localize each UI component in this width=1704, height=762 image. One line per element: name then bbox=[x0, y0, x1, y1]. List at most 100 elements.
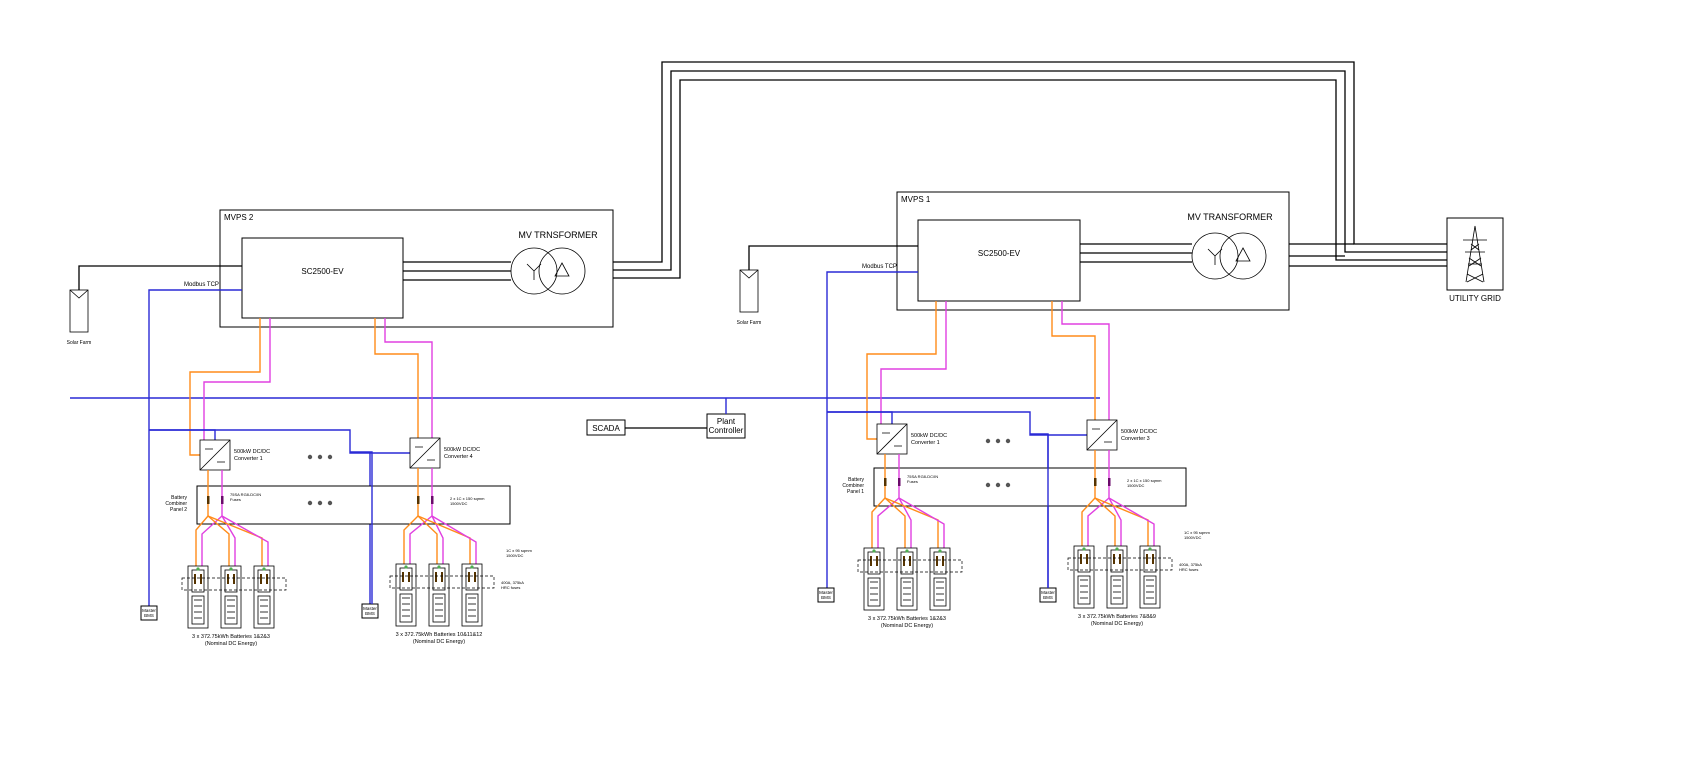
mvps1-batteries-left-pos bbox=[871, 497, 886, 548]
mvps2-conv2-comm bbox=[149, 429, 410, 454]
dc-dc-icon bbox=[205, 448, 225, 463]
mvps1-batteries-right-battery-3 bbox=[1139, 545, 1161, 609]
mvps1-dc-neg-1 bbox=[880, 301, 947, 424]
mvps2-batteries-right-cable-note-b: 1500VDC bbox=[506, 553, 523, 558]
wye-icon bbox=[1207, 248, 1223, 265]
mvps2-batteries-left-battery-1 bbox=[187, 565, 209, 629]
fuse-icon bbox=[1146, 554, 1148, 564]
mvps2-converter-1-label: 500kW DC/DC bbox=[234, 449, 270, 455]
mvps2-combiner-label: Combiner bbox=[165, 501, 187, 507]
mvps1-modbus-label: Modbus TCP bbox=[862, 264, 897, 270]
mvps2-converter-1 bbox=[199, 439, 231, 471]
mvps2-combiner-label: Battery bbox=[171, 495, 187, 501]
mvps2-master-bms-right bbox=[361, 603, 379, 619]
mvps1-batteries-left-battery-1 bbox=[863, 547, 885, 611]
mvps1-batteries-right-label: (Nominal DC Energy) bbox=[1091, 621, 1143, 627]
mvps1-dc-pos-2 bbox=[1051, 301, 1096, 420]
mvps1-dc-pos-1 bbox=[866, 301, 937, 440]
mvps2-converter-2-label: 500kW DC/DC bbox=[444, 447, 480, 453]
mvps2-batteries-right-battery-1 bbox=[395, 563, 417, 627]
mvps2-batteries-left-pos bbox=[195, 515, 209, 566]
mvps1-cable-note-a: 1500VDC bbox=[1127, 483, 1144, 488]
mvps2-batteries-right-pos bbox=[417, 515, 438, 564]
mvps2-solar-label: Solar Farm bbox=[67, 340, 92, 346]
mvps1-converter-1-label: Converter 1 bbox=[911, 440, 940, 446]
mvps2-solar-link bbox=[78, 265, 242, 290]
mvps2-more-combiners bbox=[307, 500, 333, 506]
mvps1-conv2-comm bbox=[827, 411, 1087, 436]
delta-icon bbox=[554, 262, 570, 277]
mvps1-converter-1-label: 500kW DC/DC bbox=[911, 433, 947, 439]
mvps1-more-converters bbox=[985, 438, 1011, 444]
fuse-icon bbox=[260, 574, 262, 584]
fuse-icon bbox=[942, 556, 944, 566]
fuse-icon bbox=[435, 572, 437, 582]
mvps2-batteries-left-label: 3 x 372.75kWh Batteries 1&2&3 bbox=[192, 634, 270, 640]
mvps2-master-bms-left-label: Master bbox=[142, 608, 156, 613]
mvps2-fuse-note: Fuses bbox=[230, 497, 241, 502]
mvps1-solar-label: Solar Farm bbox=[737, 320, 762, 326]
fuse-icon bbox=[200, 574, 202, 584]
mvps2-cable-note-a: 2 x 1C x 150 sqmm bbox=[450, 496, 485, 501]
mvps2-master-bms-right-label: BMS bbox=[365, 611, 375, 616]
mvps2-dc-neg-1 bbox=[203, 318, 271, 440]
fuse-icon bbox=[474, 572, 476, 582]
mvps1-master-bms-left-label: Master bbox=[819, 590, 833, 595]
status-led-icon bbox=[1148, 547, 1152, 551]
mvps1-label: MVPS 1 bbox=[901, 195, 931, 204]
mvps2-batteries-right-label: 3 x 372.75kWh Batteries 10&11&12 bbox=[396, 632, 483, 638]
status-led-icon bbox=[872, 549, 876, 553]
status-led-icon bbox=[470, 565, 474, 569]
mvps2-bms-right-feed bbox=[350, 451, 373, 604]
mvps1-master-bms-right-label: Master bbox=[1041, 590, 1055, 595]
mvps2-dc-pos-1 bbox=[189, 318, 261, 456]
wye-icon bbox=[526, 263, 542, 280]
fuse-icon bbox=[468, 572, 470, 582]
plant-controller-label: Controller bbox=[709, 426, 744, 435]
utility-grid-box bbox=[1446, 217, 1504, 291]
feeder-line-c bbox=[605, 79, 1448, 279]
mvps2-batteries-left-battery-2 bbox=[220, 565, 242, 629]
fuse-icon bbox=[431, 496, 434, 504]
mvps2-inverter-label: SC2500-EV bbox=[301, 267, 344, 276]
mvps1-conv1-comm bbox=[827, 411, 893, 424]
mvps1-solar-link bbox=[748, 245, 918, 270]
mvps2-converter-2 bbox=[409, 437, 441, 469]
mvps1-batteries-right-battery-2 bbox=[1106, 545, 1128, 609]
mvps1-batteries-right-cable-note-b: 1C x 95 sqmm bbox=[1184, 530, 1210, 535]
mvps1-batteries-right-neg bbox=[1108, 497, 1155, 546]
mvps2-fuse-note: 75SA RG8-DC/IN bbox=[230, 492, 261, 497]
mvps2-conv1-comm bbox=[149, 429, 216, 440]
mvps1-batteries-right-battery-1 bbox=[1073, 545, 1095, 609]
feeder-line-a bbox=[605, 61, 1448, 263]
fuse-icon bbox=[221, 496, 224, 504]
mvps2-batteries-right-battery-2 bbox=[428, 563, 450, 627]
mvps2-solar-farm bbox=[69, 289, 89, 333]
fuse-icon bbox=[408, 572, 410, 582]
fuse-icon bbox=[1119, 554, 1121, 564]
delta-icon bbox=[1235, 247, 1251, 262]
mvps1-batteries-left-battery-3 bbox=[929, 547, 951, 611]
mvps2-master-bms-left bbox=[140, 605, 158, 621]
plant-controller-box bbox=[706, 413, 746, 439]
mvps1-converter-2-label: 500kW DC/DC bbox=[1121, 429, 1157, 435]
mvps1-batteries-left-neg bbox=[898, 497, 945, 548]
mvps1-batteries-left-battery-2 bbox=[896, 547, 918, 611]
mvps1-master-bms-right-label: BMS bbox=[1043, 595, 1053, 600]
mvps1-converter-2 bbox=[1086, 419, 1118, 451]
mvps1-batteries-left-label: 3 x 372.75kWh Batteries 1&2&3 bbox=[868, 616, 946, 622]
mvps1-converter-2-label: Converter 3 bbox=[1121, 436, 1150, 442]
mvps1-master-bms-left bbox=[817, 587, 835, 603]
status-led-icon bbox=[262, 567, 266, 571]
fuse-icon bbox=[909, 556, 911, 566]
transmission-tower-icon bbox=[1463, 225, 1487, 283]
mvps2-batteries-right-fuse-bay bbox=[389, 575, 495, 589]
mvps1-converter-1 bbox=[876, 423, 908, 455]
mvps1-batteries-right-hrc-note: HRC fuses bbox=[1179, 567, 1198, 572]
mvps1-combiner-label: Battery bbox=[848, 477, 864, 483]
dc-dc-icon bbox=[882, 432, 902, 447]
mvps2-converter-2-label: Converter 4 bbox=[444, 454, 473, 460]
mvps1-transformer bbox=[1191, 232, 1267, 280]
fuse-icon bbox=[441, 572, 443, 582]
